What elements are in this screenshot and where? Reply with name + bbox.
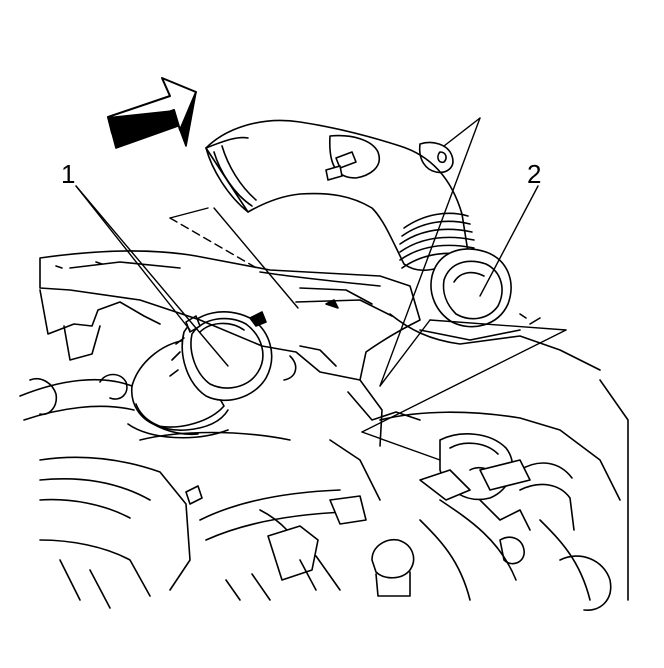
leader-line-2: [479, 185, 539, 297]
air-intake-duct-lower: [127, 311, 273, 439]
direction-arrow-icon: [107, 77, 197, 149]
engine-compartment: [19, 373, 629, 611]
callout-label-2: 2: [527, 159, 542, 189]
leader-line-1: [75, 185, 191, 331]
air-intake-duct-upper: [205, 119, 512, 328]
leader-lines: [75, 117, 567, 461]
callout-label-1: 1: [61, 159, 76, 189]
body-structure: [39, 250, 601, 447]
